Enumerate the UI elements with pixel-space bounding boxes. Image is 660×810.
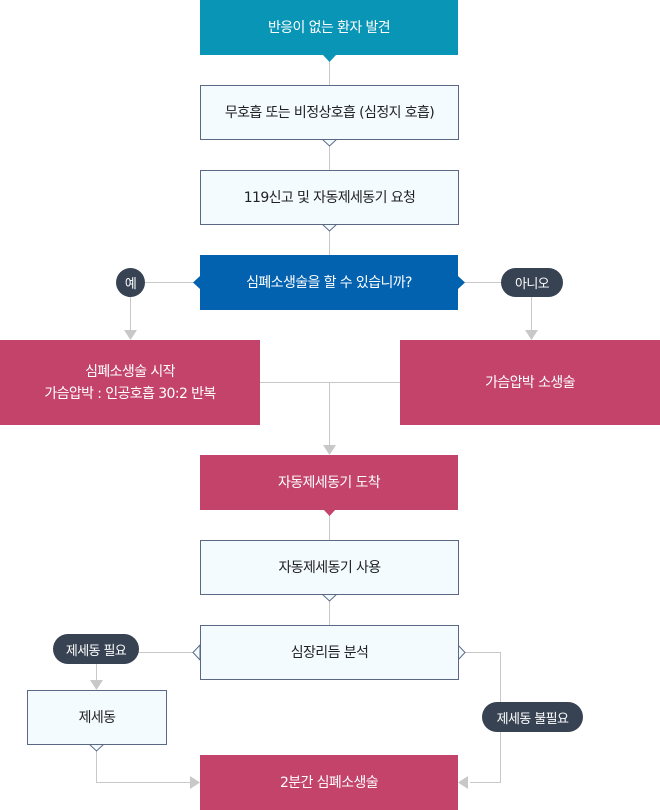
step-aed-use: 자동제세동기 사용: [200, 540, 459, 595]
label-shock-needed: 제세동 필요: [53, 634, 139, 664]
step-cpr-start: 심폐소생술 시작 가슴압박 : 인공호흡 30:2 반복: [0, 340, 260, 425]
step-cpr-start-line1: 심폐소생술 시작: [85, 363, 175, 380]
step-discover: 반응이 없는 환자 발견: [200, 0, 458, 55]
notch-icon: [320, 223, 339, 232]
step-cpr-2min: 2분간 심폐소생술: [200, 755, 458, 810]
label-yes: 예: [116, 268, 145, 297]
step-aed-arrive: 자동제세동기 도착: [200, 455, 458, 510]
notch-icon: [193, 276, 200, 289]
notch-icon: [457, 643, 466, 662]
notch-icon: [87, 743, 106, 752]
step-hands-only: 가슴압박 소생술: [400, 340, 660, 425]
step-rhythm: 심장리듬 분석: [200, 625, 459, 680]
step-shock-label: 제세동: [78, 709, 116, 726]
arrow-down-icon: [323, 445, 336, 455]
label-no-text: 아니오: [514, 277, 550, 292]
step-call-label: 119신고 및 자동제세동기 요청: [243, 189, 416, 206]
arrow-right-icon: [190, 776, 200, 789]
step-breathing: 무호흡 또는 비정상호흡 (심정지 호흡): [200, 85, 459, 140]
label-shock-not-needed-text: 제세동 불필요: [496, 711, 569, 727]
arrow-down-icon: [124, 330, 137, 340]
notch-icon: [192, 643, 201, 662]
step-cpr-2min-label: 2분간 심폐소생술: [279, 774, 379, 791]
step-call: 119신고 및 자동제세동기 요청: [200, 170, 459, 225]
step-cpr-start-line2: 가슴압박 : 인공호흡 30:2 반복: [44, 385, 216, 402]
step-breathing-label: 무호흡 또는 비정상호흡 (심정지 호흡): [224, 104, 435, 121]
step-rhythm-label: 심장리듬 분석: [290, 644, 369, 661]
step-decision-label: 심폐소생술을 할 수 있습니까?: [246, 274, 412, 291]
step-hands-only-label: 가슴압박 소생술: [485, 374, 575, 391]
step-discover-label: 반응이 없는 환자 발견: [267, 19, 391, 36]
label-shock-needed-text: 제세동 필요: [65, 643, 127, 659]
label-no: 아니오: [501, 268, 563, 297]
step-aed-use-label: 자동제세동기 사용: [278, 559, 381, 576]
notch-icon: [458, 276, 465, 289]
notch-icon: [320, 593, 339, 602]
arrow-down-icon: [90, 680, 103, 690]
notch-icon: [320, 138, 339, 147]
notch-icon: [323, 55, 336, 62]
notch-icon: [323, 509, 336, 516]
step-decision: 심폐소생술을 할 수 있습니까?: [200, 255, 458, 310]
label-shock-not-needed: 제세동 불필요: [482, 702, 583, 732]
connector-line: [96, 750, 190, 783]
step-aed-arrive-label: 자동제세동기 도착: [277, 474, 381, 491]
step-shock: 제세동: [27, 690, 167, 745]
label-yes-text: 예: [124, 277, 137, 292]
arrow-left-icon: [458, 776, 468, 789]
arrow-down-icon: [525, 330, 538, 340]
